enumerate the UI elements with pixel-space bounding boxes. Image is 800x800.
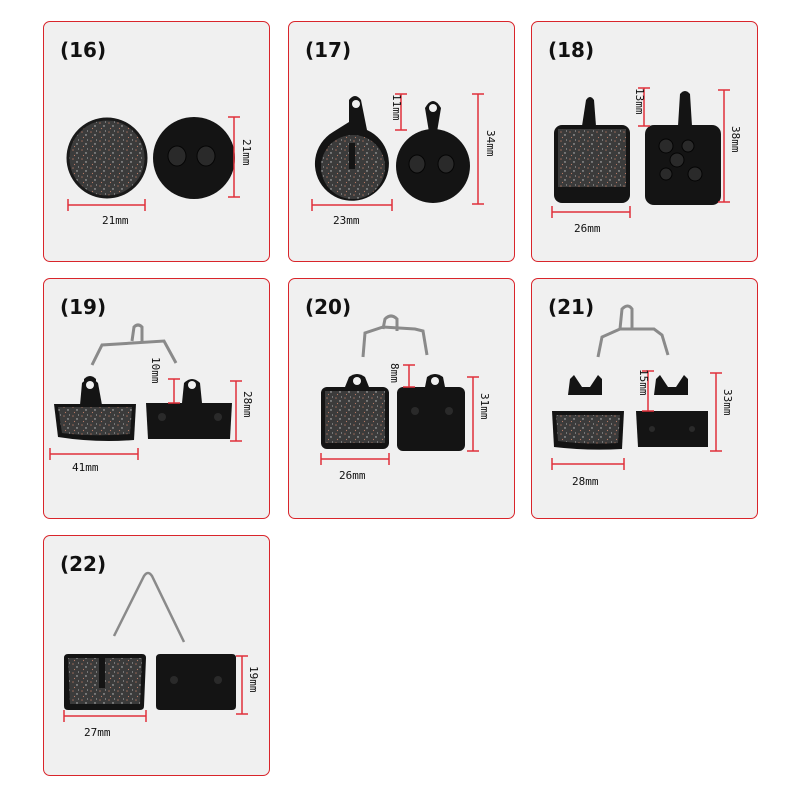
height-dimension-label: 21mm bbox=[240, 139, 253, 166]
width-dimension-label: 21mm bbox=[102, 214, 129, 227]
height-dimension-label: 38mm bbox=[729, 126, 742, 153]
width-dimension-label: 23mm bbox=[333, 214, 360, 227]
product-number: (19) bbox=[60, 295, 107, 319]
tab-dimension-label: 11mm bbox=[390, 94, 403, 121]
tabbed-round-brake-pad-illustration: 23mm 11mm 34mm bbox=[311, 93, 497, 227]
product-number: (17) bbox=[305, 38, 352, 62]
product-number: (20) bbox=[305, 295, 352, 319]
height-dimension-label: 33mm bbox=[721, 389, 734, 416]
width-dimension-label: 41mm bbox=[72, 461, 99, 474]
height-dimension-label: 19mm bbox=[247, 666, 260, 693]
height-dimension-label: 31mm bbox=[478, 393, 491, 420]
height-dimension-label: 34mm bbox=[484, 130, 497, 157]
width-dimension-label: 27mm bbox=[84, 726, 111, 739]
product-card-22: (22) 27mm 19mm bbox=[43, 535, 270, 776]
compact-brake-pad-with-spring-illustration: 26mm 8mm 31mm bbox=[320, 314, 491, 482]
square-brake-pad-illustration: 26mm 13mm 38mm bbox=[551, 87, 742, 235]
product-card-20: (20) 26mm 8mm 31mm bbox=[288, 278, 515, 519]
product-card-16: (16) 21mm 21mm bbox=[43, 21, 270, 262]
tab-dimension-label: 15mm bbox=[637, 369, 650, 396]
product-number: (22) bbox=[60, 552, 107, 576]
width-dimension-label: 28mm bbox=[572, 475, 599, 488]
product-card-19: (19) 41mm 10mm 28mm bbox=[43, 278, 270, 519]
tab-dimension-label: 13mm bbox=[633, 88, 646, 115]
product-card-21: (21) 28mm 15mm 33mm bbox=[531, 278, 758, 519]
product-card-18: (18) 26mm 13mm 38mm bbox=[531, 21, 758, 262]
wide-brake-pad-with-spring-illustration: 41mm 10mm 28mm bbox=[49, 323, 254, 474]
width-dimension-label: 26mm bbox=[574, 222, 601, 235]
product-number: (16) bbox=[60, 38, 107, 62]
round-brake-pad-illustration: 21mm 21mm bbox=[66, 116, 253, 227]
tab-dimension-label: 10mm bbox=[149, 357, 162, 384]
product-number: (21) bbox=[548, 295, 595, 319]
small-brake-pad-with-wire-spring-illustration: 27mm 19mm bbox=[63, 571, 260, 739]
tab-dimension-label: 8mm bbox=[388, 363, 401, 383]
width-dimension-label: 26mm bbox=[339, 469, 366, 482]
horned-brake-pad-with-spring-illustration: 28mm 15mm 33mm bbox=[551, 304, 734, 488]
product-number: (18) bbox=[548, 38, 595, 62]
product-card-17: (17) 23mm 11mm 34mm bbox=[288, 21, 515, 262]
height-dimension-label: 28mm bbox=[241, 391, 254, 418]
